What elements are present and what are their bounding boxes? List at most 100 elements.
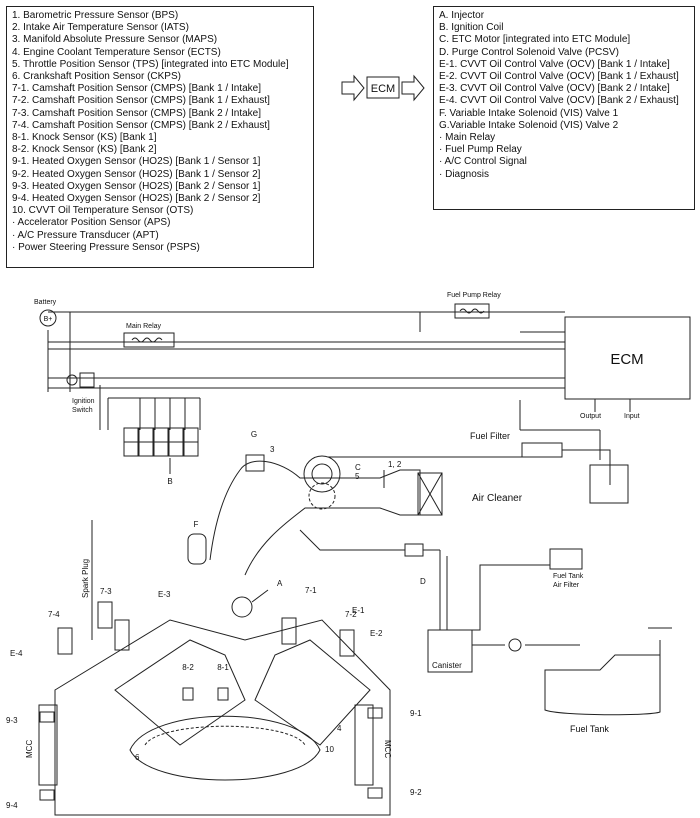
callout-5: 5 — [355, 472, 360, 481]
ignition-coil-pack — [123, 427, 199, 457]
air-cleaner-label: Air Cleaner — [472, 493, 523, 504]
callout-3: 3 — [270, 445, 275, 454]
wiring-harness — [47, 311, 601, 460]
callout-9-4: 9-4 — [6, 801, 18, 810]
callout-A: A — [277, 579, 283, 588]
flow-arrow-right — [401, 74, 425, 102]
ecm-box — [564, 316, 691, 400]
output-actuator-item: G.Variable Intake Solenoid (VIS) Valve 2 — [439, 119, 619, 131]
callout-F: F — [194, 520, 199, 529]
output-actuator-item: E-1. CVVT Oil Control Valve (OCV) [Bank … — [439, 58, 670, 70]
ho2s-9-4-icon — [39, 789, 55, 801]
output-actuator-item: · Diagnosis — [439, 168, 490, 180]
output-actuator-item: · A/C Control Signal — [439, 156, 527, 168]
cmps-7-3-icon — [97, 601, 113, 629]
input-sensor-item: 2. Intake Air Temperature Sensor (IATS) — [12, 22, 189, 34]
output-actuator-item: B. Ignition Coil — [439, 22, 504, 34]
fuel-tank-air-filter-icon — [549, 548, 583, 570]
fuel-tank-icon — [544, 654, 661, 716]
callout-G: G — [251, 430, 257, 439]
input-sensor-list: 1. Barometric Pressure Sensor (BPS)2. In… — [6, 6, 314, 268]
output-actuator-item: F. Variable Intake Solenoid (VIS) Valve … — [439, 107, 619, 119]
ho2s-9-3-icon — [39, 711, 55, 723]
cmps-7-4-icon — [57, 627, 73, 655]
injector-icon — [231, 596, 253, 618]
purge-line — [299, 529, 405, 551]
input-sensor-item: 1. Barometric Pressure Sensor (BPS) — [12, 10, 179, 21]
ignition-switch-icon — [66, 372, 95, 388]
input-sensor-item: 7-1. Camshaft Position Sensor (CMPS) [Ba… — [12, 83, 261, 95]
filler-neck-icon — [648, 627, 672, 660]
input-sensor-item: 9-2. Heated Oxygen Sensor (HO2S) [Bank 1… — [12, 168, 261, 180]
battery-label: Battery — [34, 299, 57, 306]
fuel-pump-relay-coil-icon — [459, 308, 485, 314]
callout-7-2: 7-2 — [345, 610, 357, 619]
input-sensor-item: 3. Manifold Absolute Pressure Sensor (MA… — [12, 34, 218, 46]
pcsv-icon — [404, 543, 424, 557]
input-sensor-item: 9-3. Heated Oxygen Sensor (HO2S) [Bank 2… — [12, 180, 261, 192]
fuel-tank-air-filter-label-2: Air Filter — [553, 582, 580, 589]
callout-E3: E-3 — [158, 590, 171, 599]
fuel-pump-relay-label: Fuel Pump Relay — [447, 292, 501, 299]
callout-10: 10 — [325, 745, 334, 754]
evap-lines — [439, 550, 550, 631]
fuel-tank-label: Fuel Tank — [570, 724, 609, 734]
callout-E1: E-1 — [352, 606, 365, 615]
input-sensor-item: 8-1. Knock Sensor (KS) [Bank 1] — [12, 132, 157, 144]
fuel-pump-relay-box — [454, 303, 490, 319]
output-actuator-item: E-2. CVVT Oil Control Valve (OCV) [Bank … — [439, 71, 679, 83]
canister-icon — [427, 629, 473, 673]
fuel-tank-air-filter-label-1: Fuel Tank — [553, 573, 584, 580]
input-sensor-item: 4. Engine Coolant Temperature Sensor (EC… — [12, 46, 221, 58]
output-actuator-item: · Main Relay — [439, 132, 496, 144]
etc-module-icon — [303, 455, 341, 493]
ecm-label: ECM — [610, 351, 643, 368]
output-actuator-item: C. ETC Motor [integrated into ETC Module… — [439, 34, 631, 46]
output-actuator-item: E-3. CVVT Oil Control Valve (OCV) [Bank … — [439, 83, 670, 95]
switch-label: Switch — [72, 407, 93, 414]
callout-7-4: 7-4 — [48, 610, 60, 619]
battery-icon — [39, 309, 57, 327]
input-sensor-item: · Accelerator Position Sensor (APS) — [12, 217, 171, 229]
callout-4: 4 — [337, 724, 342, 733]
battery-symbol: B+ — [44, 316, 53, 323]
main-relay-coil-icon — [131, 337, 163, 343]
callout-7-1: 7-1 — [305, 586, 317, 595]
input-sensor-item: 8-2. Knock Sensor (KS) [Bank 2] — [12, 144, 157, 156]
fuel-line — [328, 449, 611, 485]
flow-arrow-left — [341, 74, 365, 102]
input-sensor-item: 6. Crankshaft Position Sensor (CKPS) — [12, 71, 181, 83]
callout-8-2: 8-2 — [182, 663, 194, 672]
input-sensor-item: 9-4. Heated Oxygen Sensor (HO2S) [Bank 2… — [12, 193, 261, 205]
input-sensor-item: · A/C Pressure Transducer (APT) — [12, 229, 159, 241]
callout-B: B — [167, 477, 172, 486]
callout-9-1: 9-1 — [410, 709, 422, 718]
input-sensor-item: 7-2. Camshaft Position Sensor (CMPS) [Ba… — [12, 95, 270, 107]
output-actuator-item: D. Purge Control Solenoid Valve (PCSV) — [439, 46, 619, 58]
callout-1-2: 1, 2 — [388, 460, 402, 469]
fuel-filter-label: Fuel Filter — [470, 431, 510, 441]
callout-7-3: 7-3 — [100, 587, 112, 596]
spark-plug-label: Spark Plug — [81, 559, 90, 598]
intake-manifold — [209, 460, 443, 576]
ecm-output-label: Output — [580, 413, 601, 420]
fuel-pump-module-icon — [589, 464, 629, 504]
output-actuator-item: E-4. CVVT Oil Control Valve (OCV) [Bank … — [439, 95, 679, 107]
input-sensor-item: 7-3. Camshaft Position Sensor (CMPS) [Ba… — [12, 107, 261, 119]
knock-sensor-8-2-icon — [182, 687, 194, 701]
vis-valve-2-icon — [245, 454, 265, 472]
ecm-input-label: Input — [624, 413, 640, 420]
canister-label: Canister — [432, 661, 462, 670]
ecm-small-box — [366, 76, 400, 99]
input-sensor-item: 7-4. Camshaft Position Sensor (CMPS) [Ba… — [12, 119, 270, 131]
ecm-small-label: ECM — [371, 83, 395, 95]
mcc-left-label: MCC — [25, 740, 34, 758]
ho2s-9-1-icon — [367, 707, 383, 719]
callout-9-3: 9-3 — [6, 716, 18, 725]
callout-E2: E-2 — [370, 629, 383, 638]
main-relay-label: Main Relay — [126, 323, 162, 330]
main-relay-box — [123, 332, 175, 348]
output-actuator-item: A. Injector — [439, 10, 485, 21]
callout-D: D — [420, 577, 426, 586]
